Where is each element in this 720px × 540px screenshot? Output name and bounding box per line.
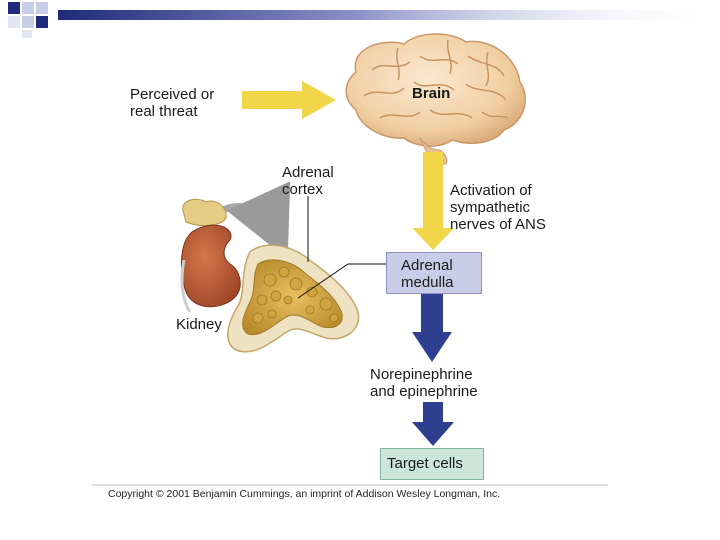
copyright-notice: Copyright © 2001 Benjamin Cummings, an i…: [108, 488, 501, 500]
brain-to-medulla-arrow: [412, 152, 454, 250]
hormones-label: Norepinephrine and epinephrine: [370, 366, 478, 400]
adrenal-medulla-leader: [297, 263, 386, 299]
kidney-label: Kidney: [176, 316, 222, 333]
medulla-to-hormones-arrow: [412, 292, 452, 362]
header-squares-icon: [8, 2, 720, 38]
adrenal-medulla-box: Adrenal medulla: [386, 252, 482, 294]
threat-label: Perceived or real threat: [130, 86, 215, 120]
adrenal-gland-illustration: [227, 244, 360, 353]
kidney-illustration: [180, 198, 241, 313]
brain-label: Brain: [412, 85, 451, 102]
threat-to-brain-arrow: [242, 81, 336, 119]
target-cells-label: Target cells: [387, 455, 463, 472]
adrenal-cortex-label: Adrenal cortex: [282, 164, 334, 198]
brain-illustration: [345, 33, 526, 165]
target-cells-box: Target cells: [380, 448, 484, 480]
sympathetic-activation-label: Activation of sympathetic nerves of ANS: [450, 182, 546, 233]
adrenal-medulla-label: Adrenal medulla: [401, 257, 454, 291]
hormones-to-target-arrow: [412, 402, 454, 446]
slide-header-decoration: [0, 0, 720, 40]
